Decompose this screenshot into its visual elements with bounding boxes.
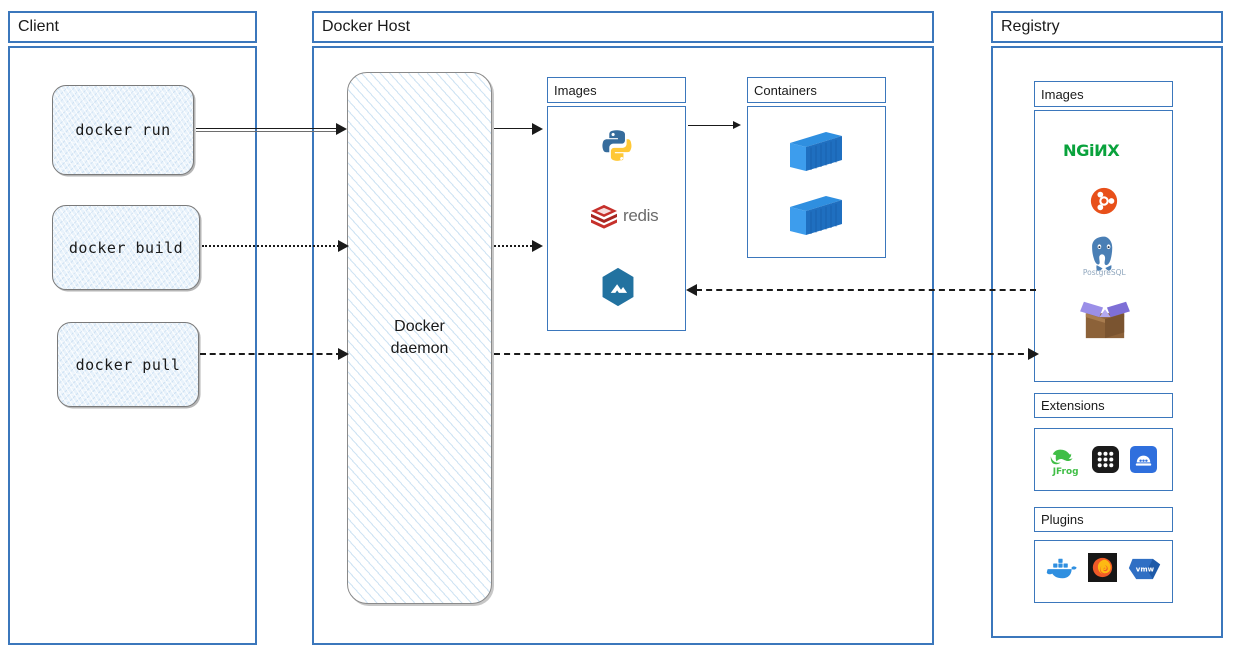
registry-extensions-header: Extensions <box>1034 393 1173 418</box>
svg-text:vmw: vmw <box>1135 565 1154 573</box>
host-images-title: Images <box>554 82 597 98</box>
client-panel-title: Client <box>18 18 59 35</box>
connector-registry-to-images <box>696 289 1036 291</box>
arrow-head-daemon-to-images <box>532 123 543 135</box>
host-containers-body <box>747 106 886 258</box>
registry-panel-header: Registry <box>991 11 1223 43</box>
registry-plugins-title: Plugins <box>1041 512 1084 527</box>
arrow-head-run-to-daemon <box>336 123 347 135</box>
docker-daemon-label: Docker daemon <box>391 316 449 359</box>
connector-run-to-daemon-shadow <box>196 131 341 132</box>
daemon-line-1: Docker <box>394 318 445 336</box>
python-icon <box>599 126 637 166</box>
arrow-head-images-to-containers <box>733 120 741 129</box>
command-box-docker-pull[interactable]: docker pull <box>57 322 199 407</box>
svg-text:NGiИX: NGiИX <box>1063 141 1120 160</box>
ubuntu-icon <box>1089 186 1119 216</box>
host-images-header: Images <box>547 77 686 103</box>
container-icon <box>785 126 847 174</box>
package-box-icon <box>1077 295 1133 343</box>
connector-daemon-to-images <box>494 128 536 129</box>
registry-panel-title: Registry <box>1001 18 1060 35</box>
docker-daemon-box[interactable]: Docker daemon <box>347 72 492 604</box>
arrow-head-pull-to-daemon <box>338 348 349 360</box>
connector-daemon-to-registry <box>494 353 1034 355</box>
grid-dots-icon <box>1091 445 1119 473</box>
vmware-icon: vmw <box>1126 554 1162 584</box>
connector-daemon-to-images-dotted <box>494 245 536 247</box>
connector-build-to-daemon <box>202 245 342 247</box>
arrow-head-daemon-to-registry <box>1028 348 1039 360</box>
container-icon <box>785 190 847 238</box>
client-panel-header: Client <box>8 11 257 43</box>
host-containers-title: Containers <box>754 82 817 98</box>
docker-host-panel-header: Docker Host <box>312 11 934 43</box>
redis-icon <box>588 203 620 231</box>
nginx-icon: NGiИX <box>1062 138 1146 164</box>
host-containers-header: Containers <box>747 77 886 103</box>
daemon-line-2: daemon <box>390 340 449 357</box>
connector-run-to-daemon <box>196 128 341 129</box>
jfrog-icon: JFrog <box>1047 443 1081 477</box>
registry-plugins-header: Plugins <box>1034 507 1173 532</box>
command-box-docker-build[interactable]: docker build <box>52 205 200 290</box>
redis-wordmark: redis <box>623 206 659 225</box>
registry-extensions-title: Extensions <box>1041 398 1105 413</box>
arrow-head-build-to-daemon <box>338 240 349 252</box>
alpine-hex-icon <box>598 266 638 308</box>
svg-text:PostgreSQL: PostgreSQL <box>1083 268 1126 277</box>
grafana-icon <box>1087 552 1117 582</box>
postgresql-icon: PostgreSQL <box>1081 232 1127 278</box>
command-label: docker pull <box>75 355 181 374</box>
docker-host-panel-title: Docker Host <box>322 18 411 35</box>
registry-images-header: Images <box>1034 81 1173 107</box>
blue-disk-icon <box>1129 445 1157 473</box>
command-label: docker run <box>75 121 171 139</box>
svg-text:JFrog: JFrog <box>1052 467 1079 476</box>
connector-images-to-containers <box>688 125 738 126</box>
command-label: docker build <box>68 238 184 257</box>
docker-whale-icon <box>1043 554 1079 586</box>
registry-images-title: Images <box>1041 86 1084 102</box>
connector-pull-to-daemon <box>200 353 342 355</box>
command-box-docker-run[interactable]: docker run <box>52 85 194 175</box>
arrow-head-registry-to-images <box>686 284 697 296</box>
arrow-head-daemon-to-images-dotted <box>532 240 543 252</box>
